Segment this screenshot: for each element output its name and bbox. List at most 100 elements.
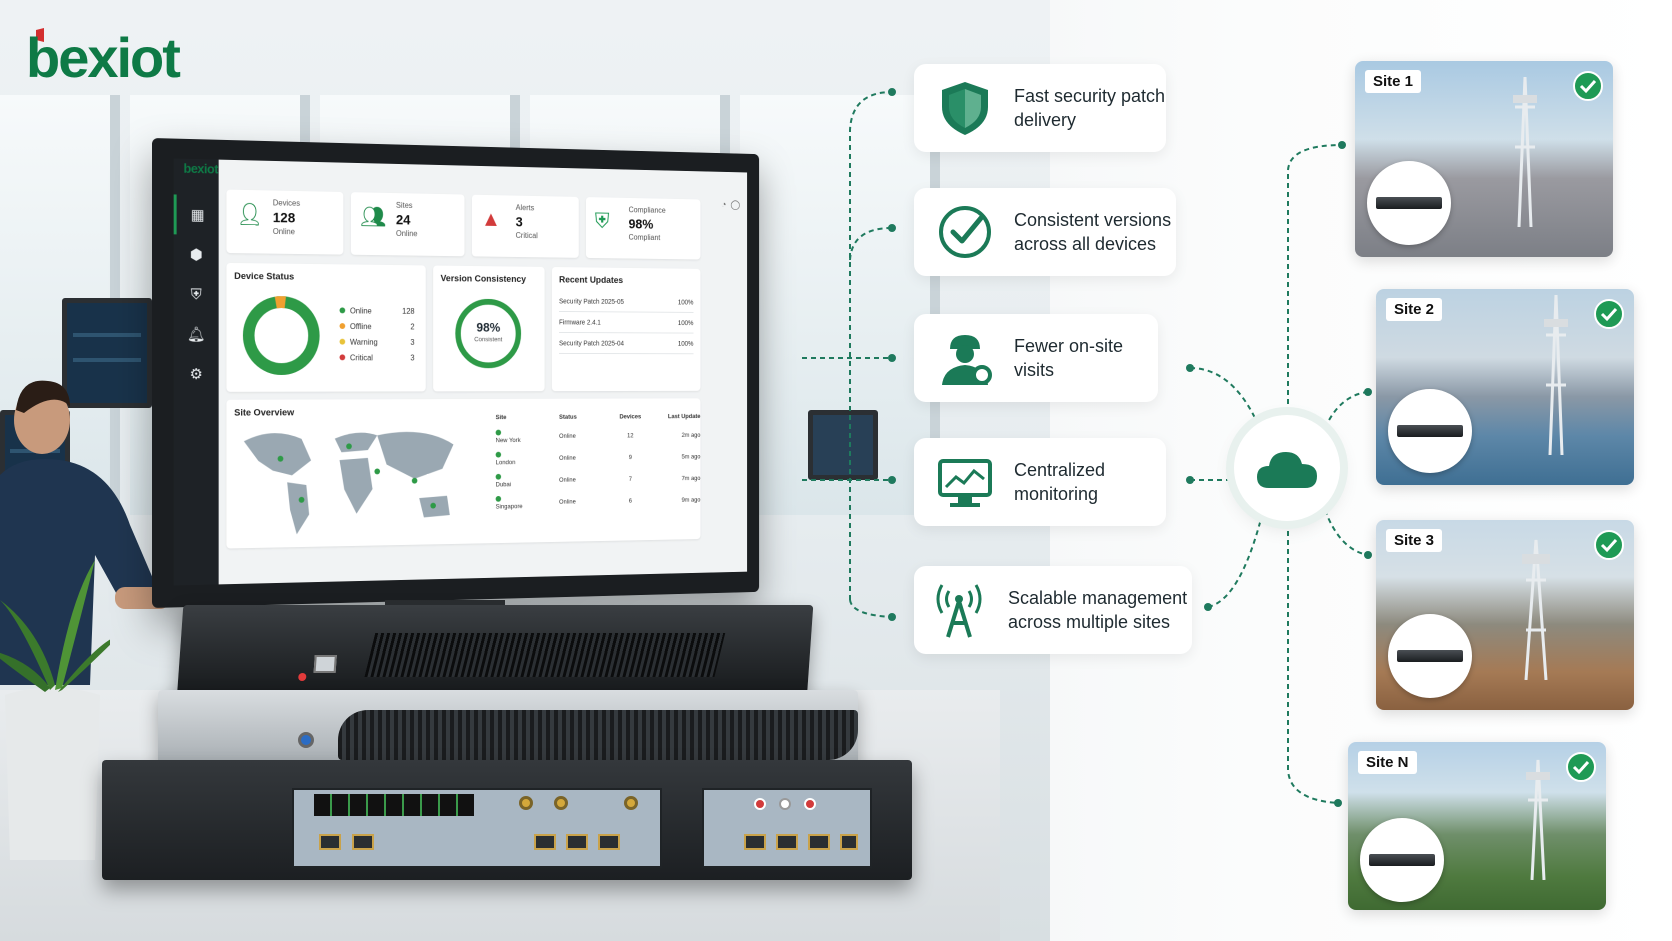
cell-tower-icon [1526,759,1550,880]
shield-icon [942,82,988,135]
dashboard-screen: ▦ ⬢ ⛨ 🔔︎ ⚙ bexiot ◔ ◯ 👤︎ Devices 128 Onl… [173,158,748,586]
kpi-value: 128 [272,209,296,226]
card-title: Recent Updates [559,274,624,286]
monitor-chart-icon [938,459,992,507]
background-monitor [808,410,878,480]
dashboard-brand: bexiot [183,160,218,177]
world-map [243,431,454,535]
vent-grille [364,633,726,677]
rca-jack [754,798,766,810]
bell-icon[interactable]: ◔ [721,199,727,211]
user-icon[interactable]: ◯ [730,200,741,211]
card-title: Device Status [234,270,295,283]
kpi-compliance: ⛨ Compliance 98% Compliant [585,197,701,260]
kpi-sites: 👥︎ Sites 24 Online [350,192,465,257]
dashboard-icon[interactable]: ▦ [173,194,219,236]
feature-card-security: Fast security patch delivery [914,64,1166,152]
cloud-hub [1234,415,1340,521]
gear-icon[interactable]: ⚙ [189,366,203,383]
device-icon[interactable]: ⬢ [189,246,203,264]
logo-wordmark: bexiot [26,26,181,89]
feature-text: Centralized monitoring [1014,460,1106,504]
usb-port [313,655,337,673]
vent-grille [338,710,858,760]
device-thumbnail [1360,818,1444,902]
power-button [298,732,314,748]
gateway-device-bottom [102,760,912,880]
site-card-1[interactable]: Site 1 [1355,61,1613,257]
site-label: Site 3 [1386,529,1443,552]
feature-text: Consistent versions across all devices [1014,210,1172,254]
kpi-sub: Critical [515,231,538,241]
device-thumbnail [1388,389,1472,473]
feature-card-onsite: Fewer on-site visits [914,314,1158,402]
site-card-3[interactable]: Site 3 [1376,520,1634,710]
io-panel [292,788,662,868]
cloud-icon [1257,452,1317,488]
site-card-2[interactable]: Site 2 [1376,289,1634,485]
kpi-value: 24 [395,211,411,228]
shield-icon[interactable]: ⛨ [190,285,202,303]
rca-jack [804,798,816,810]
cell-tower-icon [1544,294,1568,455]
feature-card-consistency: Consistent versions across all devices [914,188,1176,276]
warning-icon: ▲ [481,206,501,231]
antenna-icon [936,584,982,638]
ethernet-port [744,834,766,850]
feature-text: Fast security patch delivery [1014,86,1166,130]
engineer-icon [942,335,992,385]
check-icon [1566,752,1596,782]
site-card-n[interactable]: Site N [1348,742,1606,910]
device-thumbnail [1388,614,1472,698]
rca-jack [779,798,791,810]
users-icon: 👥︎ [360,204,387,229]
cell-tower-icon [1522,539,1550,680]
feature-text: Scalable management across multiple site… [1008,588,1188,632]
ethernet-port [352,834,374,850]
device-thumbnail [1367,161,1451,245]
check-icon [1573,71,1603,101]
ethernet-port [840,834,858,850]
terminal-block [314,794,474,816]
check-icon [1594,530,1624,560]
kpi-sub: Online [272,227,295,237]
kpi-sub: Compliant [628,232,661,242]
bell-icon[interactable]: 🔔︎ [186,326,206,344]
kpi-label: Devices [272,198,301,208]
person-illustration [0,380,170,685]
card-title: Version Consistency [440,273,527,285]
feature-card-scalable: Scalable management across multiple site… [914,566,1192,654]
dashboard-monitor: ▦ ⬢ ⛨ 🔔︎ ⚙ bexiot ◔ ◯ 👤︎ Devices 128 Onl… [152,138,760,608]
power-led [298,673,307,681]
check-icon [1594,299,1624,329]
antenna-connector [624,796,638,810]
gateway-device-top [176,605,814,700]
ethernet-port [534,834,556,850]
kpi-value: 3 [515,213,523,230]
user-icon: 👤︎ [236,201,264,227]
background-monitor [62,298,152,408]
ethernet-port [808,834,830,850]
kpi-alerts: ▲ Alerts 3 Critical [471,194,579,258]
ethernet-port [776,834,798,850]
version-consistency-card: Version Consistency 98% Consistent [433,265,545,392]
site-label: Site 2 [1386,298,1443,321]
ethernet-port [319,834,341,850]
kpi-value: 98% [628,215,654,232]
plant-illustration [0,560,110,860]
